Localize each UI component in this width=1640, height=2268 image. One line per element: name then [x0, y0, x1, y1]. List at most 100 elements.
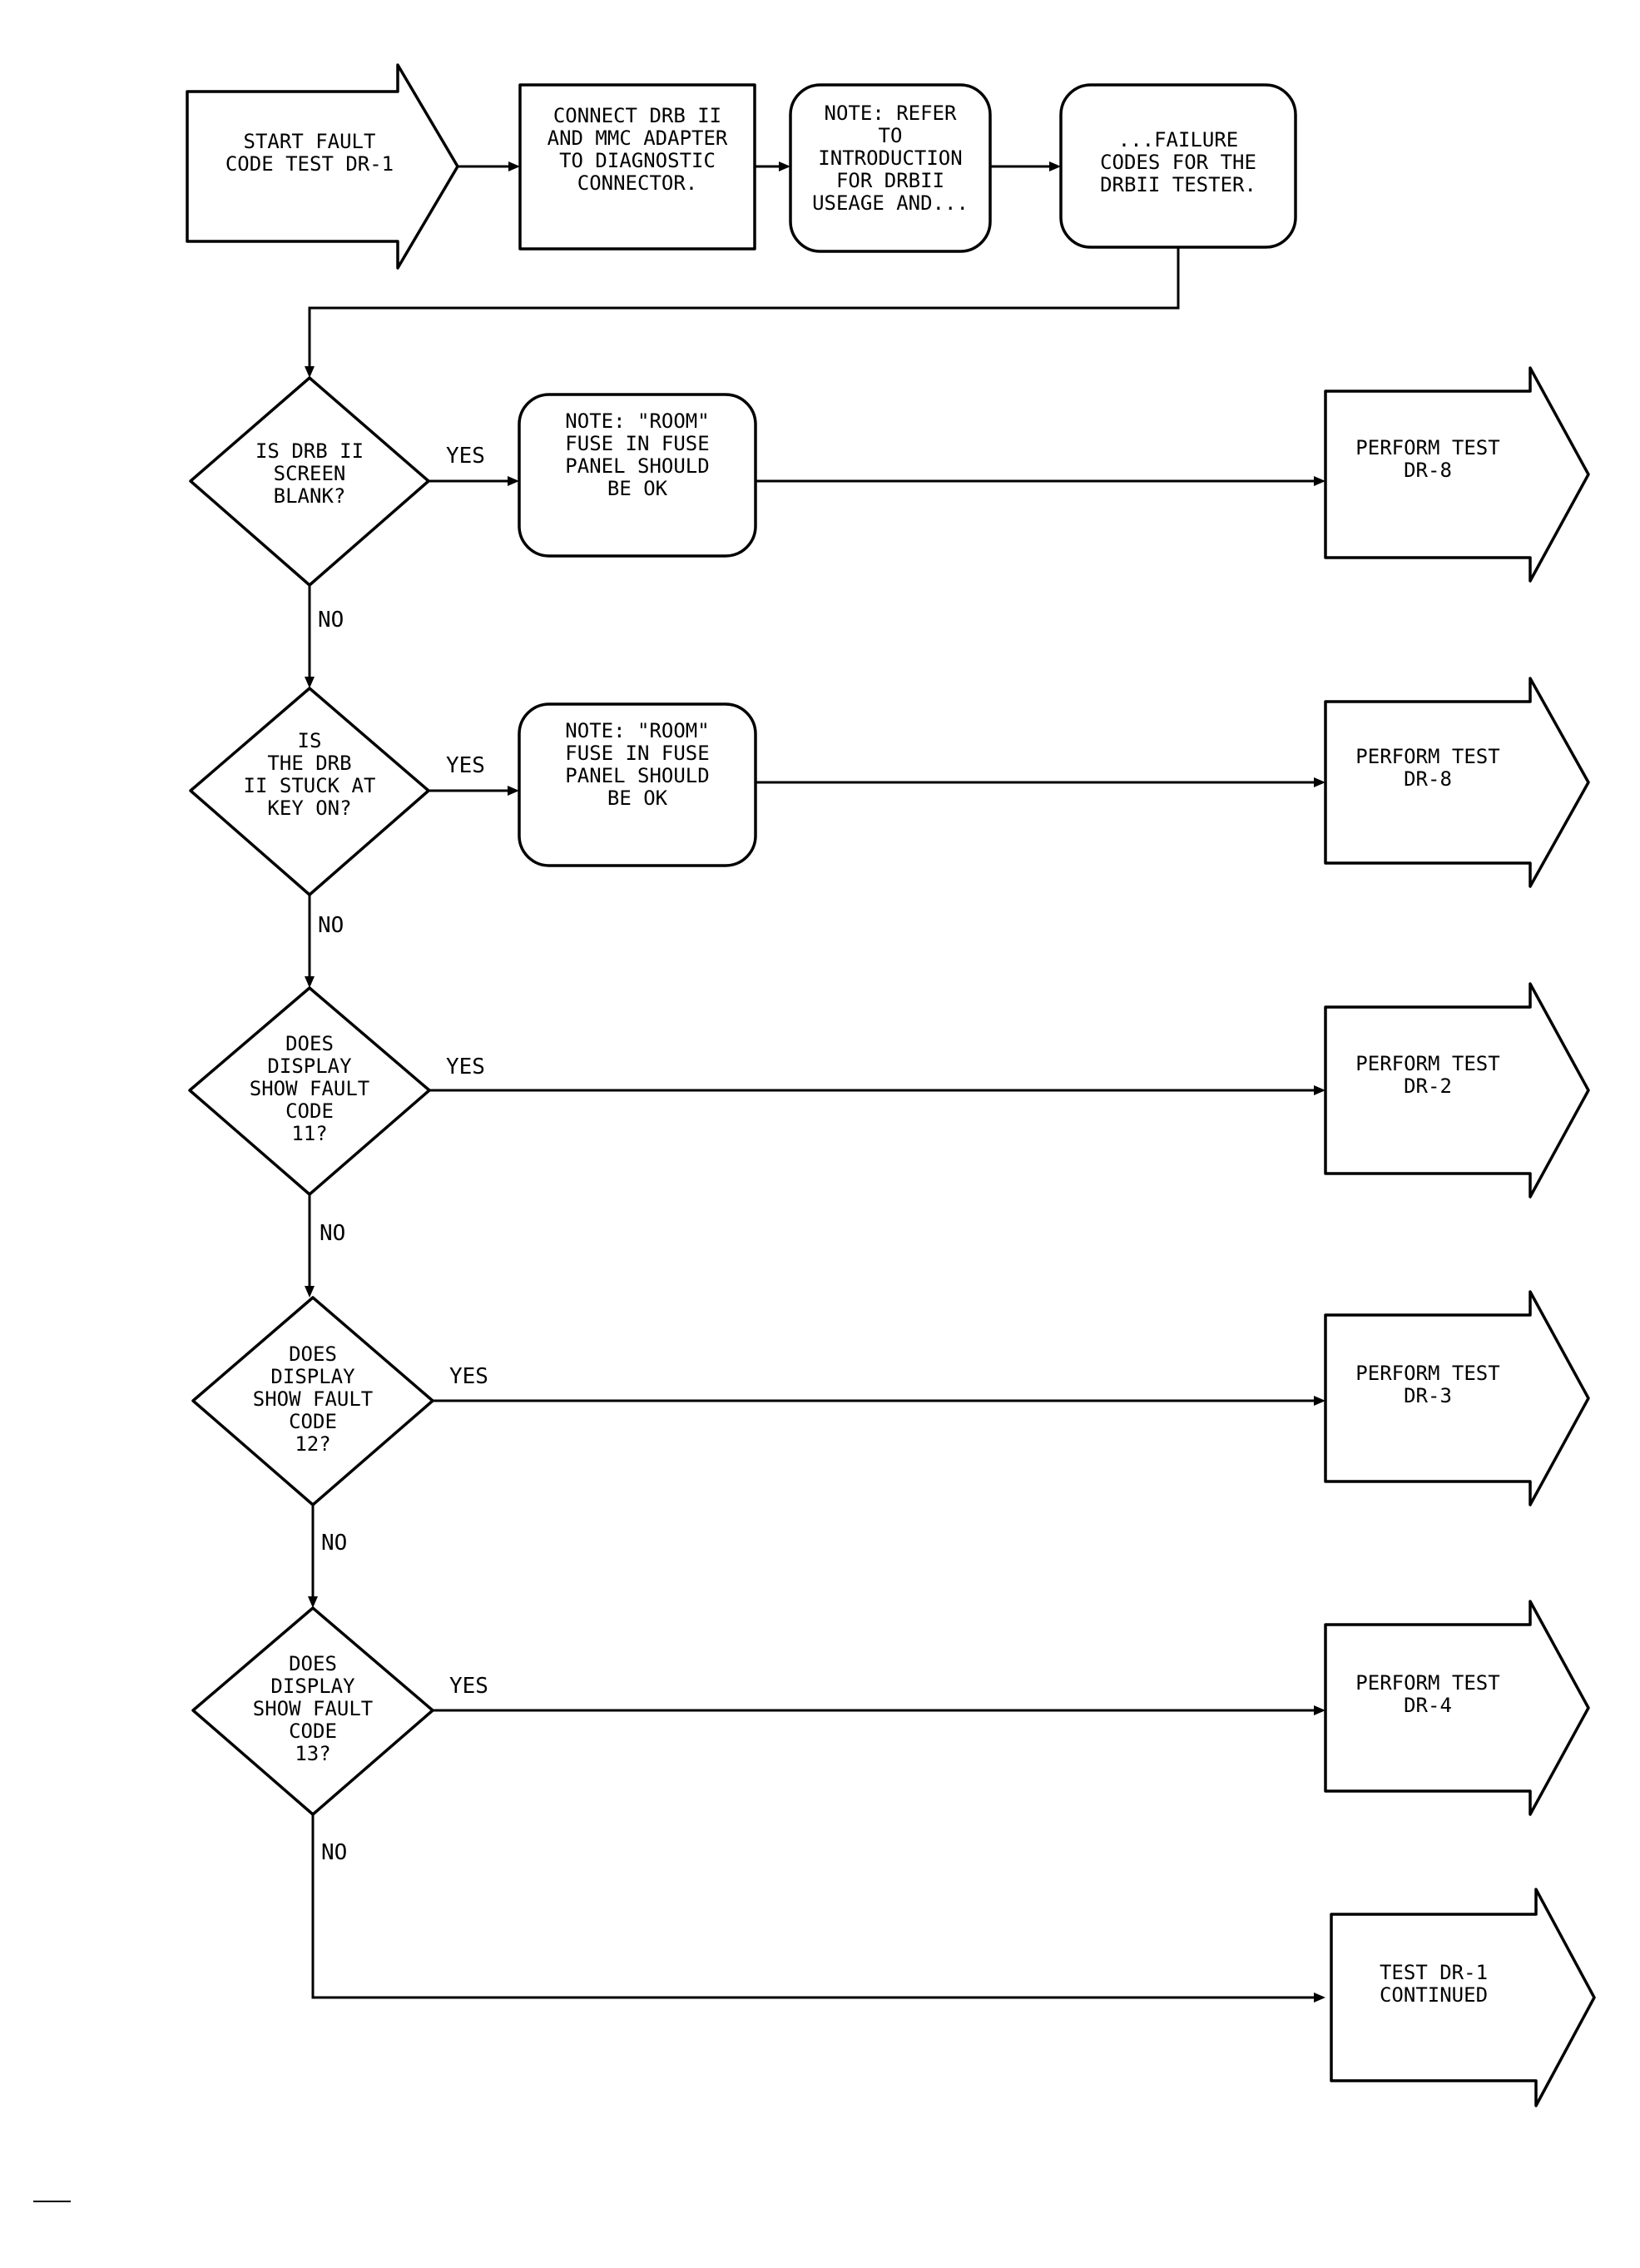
text-line: ...FAILURE [1118, 128, 1239, 151]
text-line: DR-3 [1404, 1384, 1452, 1407]
text-line: SCREEN [274, 462, 346, 485]
text-line: NOTE: "ROOM" [565, 409, 709, 433]
text-line: CONNECT DRB II [553, 104, 721, 127]
text-line: PERFORM TEST [1355, 1671, 1499, 1695]
arrowhead [779, 161, 790, 171]
text-line: TO DIAGNOSTIC [559, 149, 716, 172]
text-line: 12? [295, 1432, 330, 1456]
yes-label: YES [446, 444, 485, 469]
arrowhead [305, 976, 315, 988]
text-line: II STUCK AT [244, 774, 376, 797]
text-line: SHOW FAULT [250, 1077, 370, 1100]
arrowhead [1314, 777, 1325, 787]
text-line: NOTE: "ROOM" [565, 719, 709, 742]
yes-label: YES [446, 1055, 485, 1079]
arrowhead [508, 476, 519, 486]
text-line: DISPLAY [267, 1055, 352, 1078]
text-line: CONTINUED [1380, 1983, 1488, 2007]
text-line: CODE [289, 1410, 337, 1433]
text-line: DOES [289, 1652, 337, 1675]
text-line: IS [298, 729, 322, 752]
arrowhead [508, 161, 520, 171]
yes-label: YES [446, 753, 485, 778]
text-line: BE OK [607, 787, 668, 810]
text-line: DISPLAY [270, 1675, 355, 1698]
connector-top-to-decision-1 [308, 247, 1180, 375]
text-line: FUSE IN FUSE [565, 432, 709, 455]
text-line: CODE [285, 1099, 334, 1123]
arrowhead [1049, 161, 1061, 171]
arrowhead [1314, 1396, 1325, 1406]
text-line: START FAULT [244, 130, 376, 153]
text-line: DR-8 [1404, 459, 1452, 482]
text-line: THE DRB [267, 752, 351, 775]
text-line: DOES [285, 1032, 334, 1055]
text-line: PERFORM TEST [1355, 745, 1499, 768]
arrowhead [305, 677, 315, 688]
arrowhead [305, 366, 315, 378]
no-label: NO [318, 913, 344, 938]
text-line: 13? [295, 1742, 330, 1765]
text-line: SHOW FAULT [253, 1387, 374, 1411]
arrowhead [508, 786, 519, 796]
text-line: DR-8 [1404, 767, 1452, 791]
text-line: DISPLAY [270, 1365, 355, 1388]
no-label: NO [318, 608, 344, 633]
text-line: PERFORM TEST [1355, 436, 1499, 459]
yes-label: YES [449, 1674, 488, 1699]
text-line: DR-2 [1404, 1074, 1452, 1098]
text-line: PANEL SHOULD [565, 454, 709, 478]
arrowhead [305, 1286, 315, 1298]
text-line: TEST DR-1 [1380, 1961, 1488, 1984]
connector-no-5 [311, 1814, 1323, 1999]
arrowhead [1314, 1993, 1325, 2002]
arrowhead [308, 1596, 318, 1608]
text-line: DOES [289, 1342, 337, 1366]
arrowhead [1314, 476, 1325, 486]
text-line: FUSE IN FUSE [565, 742, 709, 765]
text-line: INTRODUCTION [818, 146, 962, 170]
text-line: SHOW FAULT [253, 1697, 374, 1720]
no-label: NO [320, 1221, 345, 1246]
arrowhead [1314, 1705, 1325, 1715]
text-line: AND MMC ADAPTER [547, 127, 728, 150]
text-line: DRBII TESTER. [1100, 173, 1256, 196]
text-line: 11? [291, 1122, 327, 1145]
text-line: PERFORM TEST [1355, 1362, 1499, 1385]
arrowhead [1314, 1085, 1325, 1095]
text-line: CONNECTOR. [577, 171, 698, 195]
text-line: CODES FOR THE [1100, 151, 1256, 174]
text-line: BE OK [607, 477, 668, 500]
text-line: PANEL SHOULD [565, 764, 709, 787]
